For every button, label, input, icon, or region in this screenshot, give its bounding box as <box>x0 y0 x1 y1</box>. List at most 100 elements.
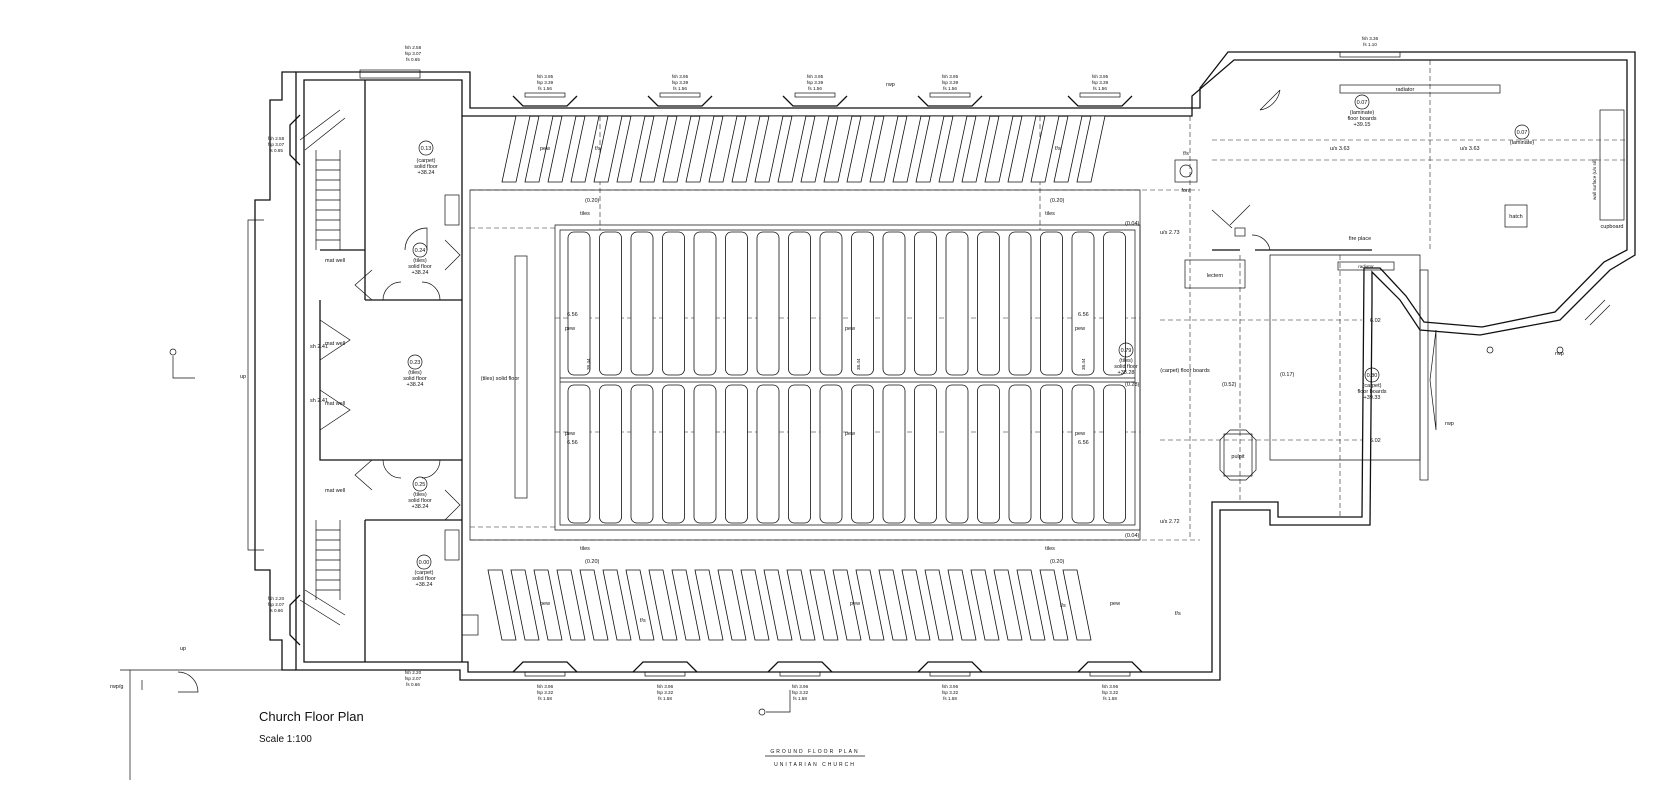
side-pew <box>846 115 876 183</box>
label-fs-se2: f/s <box>1175 611 1181 617</box>
svg-text:(carpet): (carpet) <box>415 570 434 576</box>
svg-text:(0.17): (0.17) <box>1280 372 1295 378</box>
side-pew <box>947 569 977 641</box>
svg-text:fs 1.56: fs 1.56 <box>943 86 957 91</box>
svg-text:fsh 2.58: fsh 2.58 <box>268 136 285 141</box>
svg-text:fsp 3.32: fsp 3.32 <box>537 690 554 695</box>
side-pew <box>625 569 655 641</box>
label-fs-se: f/s <box>1060 603 1066 609</box>
svg-text:solid floor: solid floor <box>412 576 436 582</box>
side-pew <box>694 569 724 641</box>
label-mat-well-3: mat well <box>325 258 345 264</box>
caption-line-1: GROUND FLOOR PLAN <box>770 749 859 755</box>
label-pew-nave4: pew <box>1075 326 1085 332</box>
svg-text:(0.20): (0.20) <box>585 559 600 565</box>
nave-pew-south <box>756 384 780 524</box>
svg-text:+38.24: +38.24 <box>412 504 429 510</box>
svg-text:(0.04): (0.04) <box>1125 533 1140 539</box>
kitchen-worktop <box>1599 109 1625 221</box>
svg-text:0.13: 0.13 <box>421 146 432 152</box>
fittings <box>359 69 1625 636</box>
side-pew <box>777 115 807 183</box>
label-pew-nave5: pew <box>565 431 575 437</box>
window-bay <box>289 594 301 646</box>
svg-text:fsp 3.07: fsp 3.07 <box>268 142 285 147</box>
svg-text:fsp 3.07: fsp 3.07 <box>405 51 422 56</box>
side-pew <box>639 115 669 183</box>
side-pew <box>685 115 715 183</box>
side-pews-south <box>487 569 1092 641</box>
window-bay <box>917 95 983 107</box>
nave-pew-north <box>1103 231 1126 376</box>
nave-pew-north <box>599 231 622 376</box>
window-sill <box>779 671 821 677</box>
nave-pew-south <box>1103 384 1126 524</box>
nave-pew-south <box>693 384 717 524</box>
svg-text:fs 0.65: fs 0.65 <box>269 148 283 153</box>
label-font: font <box>1181 188 1191 194</box>
svg-text:floor boards: floor boards <box>1357 389 1386 395</box>
svg-text:fsp 3.39: fsp 3.39 <box>1092 80 1109 85</box>
nave-pew-south <box>977 384 1000 524</box>
vestry-window-se <box>1584 299 1611 326</box>
svg-text:fsp 3.39: fsp 3.39 <box>807 80 824 85</box>
label-mat-well-2: mat well <box>325 401 345 407</box>
label-rwp-top: rwp <box>886 82 895 88</box>
svg-text:fsp 3.32: fsp 3.32 <box>942 690 959 695</box>
svg-text:+38.28: +38.28 <box>1118 370 1135 376</box>
internal-walls <box>319 80 1421 662</box>
svg-text:0.80: 0.80 <box>1367 373 1378 379</box>
side-pew <box>616 115 646 183</box>
svg-text:fsp 3.39: fsp 3.39 <box>672 80 689 85</box>
svg-text:fsh 3.95: fsh 3.95 <box>537 74 554 79</box>
svg-text:6.56: 6.56 <box>1078 312 1089 318</box>
nave-pew-north <box>1008 231 1032 376</box>
svg-text:solid floor: solid floor <box>408 264 432 270</box>
doors <box>319 89 1281 521</box>
side-pew <box>579 569 609 641</box>
svg-text:(tiles): (tiles) <box>1119 358 1133 364</box>
window-bay <box>917 661 983 673</box>
side-pew <box>823 115 853 183</box>
svg-text:6.56: 6.56 <box>567 312 578 318</box>
nave-pew-north <box>693 231 717 376</box>
svg-text:fs 1.58: fs 1.58 <box>538 696 552 701</box>
side-pew <box>1062 569 1092 641</box>
svg-text:fsh 3.95: fsh 3.95 <box>807 74 824 79</box>
nave-pew-south <box>819 384 843 524</box>
side-pew <box>1053 115 1083 183</box>
nave-pew-north <box>819 231 843 376</box>
label-tiles-s: tiles <box>580 546 590 552</box>
label-wall-surface: wall surface (u/s sill) <box>1592 158 1597 200</box>
side-pew <box>1039 569 1069 641</box>
label-tiles-n: tiles <box>580 211 590 217</box>
nave-pews <box>567 231 1126 524</box>
side-pew <box>809 569 839 641</box>
room-label-0.25: 0.25 (tiles) solid floor +38.24 <box>408 476 432 510</box>
label-mat-well-1: mat well <box>325 341 345 347</box>
nave-pew-north <box>630 231 654 376</box>
label-pew-nave2: pew <box>845 431 855 437</box>
title-block: Church Floor Plan Scale 1:100 GROUND FLO… <box>259 709 865 768</box>
outer-walls <box>120 51 1636 780</box>
nave-pew-south <box>1040 384 1063 524</box>
hatch-box <box>1504 204 1528 228</box>
svg-text:floor boards: floor boards <box>1347 116 1376 122</box>
windows <box>289 51 1611 677</box>
side-pew <box>878 569 908 641</box>
side-pew <box>938 115 968 183</box>
svg-text:(laminate): (laminate) <box>1350 110 1375 116</box>
svg-text:(0.20): (0.20) <box>1050 198 1065 204</box>
label-fs-s: f/s <box>640 618 646 624</box>
radiator-5 <box>359 69 421 79</box>
nave-pew-north <box>1040 231 1063 376</box>
svg-text:(0.20): (0.20) <box>585 198 600 204</box>
label-fs-ne: f/s <box>1055 146 1061 152</box>
side-pew <box>547 115 577 183</box>
room-label-vestry-west: 0.07 (laminate) floor boards +39.15 <box>1347 94 1377 128</box>
